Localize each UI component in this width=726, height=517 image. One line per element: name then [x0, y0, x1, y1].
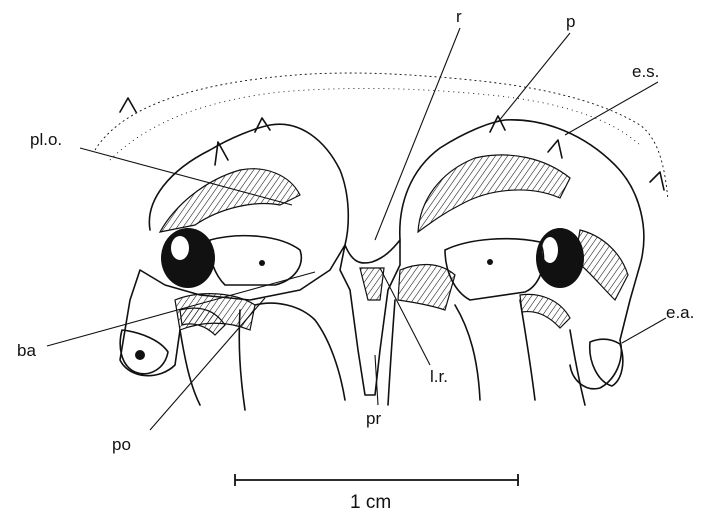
left-head-outline: [120, 124, 348, 375]
skull-roof-outline: [95, 73, 668, 200]
label-plo: pl.o.: [30, 130, 62, 149]
left-small-process: [120, 98, 136, 112]
label-pr: pr: [366, 409, 381, 428]
label-r: r: [456, 7, 462, 26]
leader-pr: [375, 355, 378, 405]
left-ear-dot: [135, 350, 145, 360]
right-orbit-bone: [445, 239, 544, 300]
label-po: po: [112, 435, 131, 454]
right-spine-2: [548, 140, 562, 158]
label-ea: e.a.: [666, 303, 694, 322]
right-ear-region: [590, 339, 623, 386]
left-orbit-bone: [210, 236, 302, 285]
right-lower-hatch: [398, 265, 455, 310]
right-eye-highlight: [542, 237, 558, 263]
left-eye-highlight: [171, 236, 189, 260]
central-rostrum: [340, 240, 400, 395]
right-tooth-hatch: [520, 294, 570, 328]
left-eye-outer: [161, 228, 215, 288]
right-foramen: [487, 259, 493, 265]
leader-es: [565, 82, 658, 135]
label-p: p: [566, 12, 575, 31]
central-cavity-hatch: [360, 268, 384, 300]
right-hatched-region: [418, 155, 570, 232]
right-spine: [490, 116, 505, 132]
right-small-process: [650, 172, 664, 190]
label-lr: l.r.: [430, 367, 448, 386]
left-hatched-region: [160, 169, 300, 232]
left-foramen: [259, 260, 265, 266]
scale-bar-label: 1 cm: [350, 492, 391, 513]
left-spine: [215, 142, 228, 165]
leader-ea: [622, 318, 666, 343]
left-ear-region: [120, 330, 168, 374]
label-es: e.s.: [632, 62, 659, 81]
leader-p: [498, 33, 570, 122]
scale-bar: 1 cm: [235, 474, 518, 513]
label-ba: ba: [17, 341, 36, 360]
